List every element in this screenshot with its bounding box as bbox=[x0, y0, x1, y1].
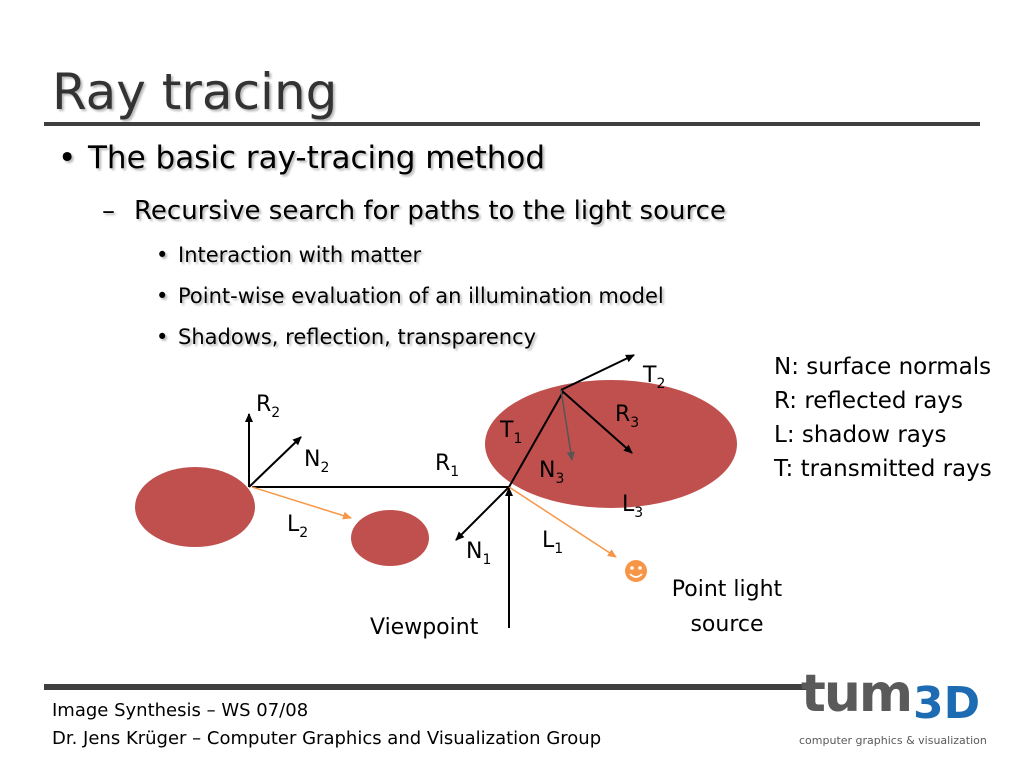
slide-title: Ray tracing bbox=[52, 63, 338, 121]
bullet-level3-text: Interaction with matter bbox=[178, 243, 422, 267]
tum3d-logo: tum 3D computer graphics & visualization bbox=[795, 664, 995, 756]
viewpoint-label: Viewpoint bbox=[370, 615, 479, 640]
label-L3: L3 bbox=[622, 492, 643, 521]
label-N1: N1 bbox=[466, 539, 491, 568]
object-large bbox=[485, 380, 737, 508]
ray-L2 bbox=[251, 486, 352, 520]
label-L1: L1 bbox=[542, 528, 563, 557]
ray-T2 bbox=[560, 354, 635, 391]
light-source-label-line2: source bbox=[690, 612, 763, 637]
ray-N1 bbox=[455, 486, 510, 541]
footer-divider bbox=[44, 684, 814, 690]
ray-L1 bbox=[508, 486, 617, 558]
bullet-level3-text: Point-wise evaluation of an illumination… bbox=[178, 284, 664, 308]
bullet-level3-item: • Point-wise evaluation of an illuminatio… bbox=[156, 281, 664, 311]
label-R2: R2 bbox=[256, 392, 280, 421]
light-source-label-line1: Point light bbox=[672, 577, 783, 602]
bullet-mark: • bbox=[156, 243, 169, 267]
logo-tum-text: tum bbox=[801, 664, 913, 724]
bullet-level3-item: • Interaction with matter bbox=[156, 240, 421, 270]
label-L2: L2 bbox=[287, 512, 308, 541]
legend-item: L: shadow rays bbox=[774, 422, 947, 448]
footer-course: Image Synthesis – WS 07/08 bbox=[52, 700, 309, 721]
label-R3: R3 bbox=[615, 402, 639, 431]
logo-subtitle: computer graphics & visualization bbox=[799, 734, 987, 747]
label-T2: T2 bbox=[642, 363, 665, 392]
bullet-mark: • bbox=[58, 140, 77, 176]
legend-item: R: reflected rays bbox=[774, 388, 963, 414]
bullet-level3-text: Shadows, reflection, transparency bbox=[178, 325, 537, 349]
object-small bbox=[351, 510, 429, 566]
bullet-mark: • bbox=[156, 325, 169, 349]
ray-N3 bbox=[560, 389, 575, 461]
legend-item: T: transmitted rays bbox=[774, 456, 992, 482]
bullet-mark: • bbox=[156, 284, 169, 308]
ray-R3 bbox=[560, 389, 633, 454]
label-R1: R1 bbox=[435, 451, 459, 480]
diagram-legend: N: surface normals R: reflected rays L: … bbox=[774, 350, 992, 486]
bullet-dash: – bbox=[102, 196, 115, 226]
bullet-level1-text: The basic ray-tracing method bbox=[88, 140, 546, 176]
ray-T1 bbox=[508, 391, 564, 488]
bullet-level1: • The basic ray-tracing method bbox=[58, 138, 545, 178]
label-N3: N3 bbox=[539, 458, 564, 487]
bullet-level2: –Recursive search for paths to the light… bbox=[102, 193, 726, 229]
bullet-level3-item: • Shadows, reflection, transparency bbox=[156, 322, 536, 352]
title-divider bbox=[44, 122, 980, 126]
footer-author: Dr. Jens Krüger – Computer Graphics and … bbox=[52, 728, 602, 749]
bullet-level2-text: Recursive search for paths to the light … bbox=[134, 196, 726, 226]
object-left bbox=[135, 467, 255, 547]
legend-item: N: surface normals bbox=[774, 354, 992, 380]
label-T1: T1 bbox=[499, 418, 522, 447]
label-N2: N2 bbox=[304, 447, 329, 476]
logo-3d-text: 3D bbox=[913, 678, 981, 729]
smiley-icon bbox=[625, 560, 647, 582]
ray-N2 bbox=[248, 436, 302, 488]
